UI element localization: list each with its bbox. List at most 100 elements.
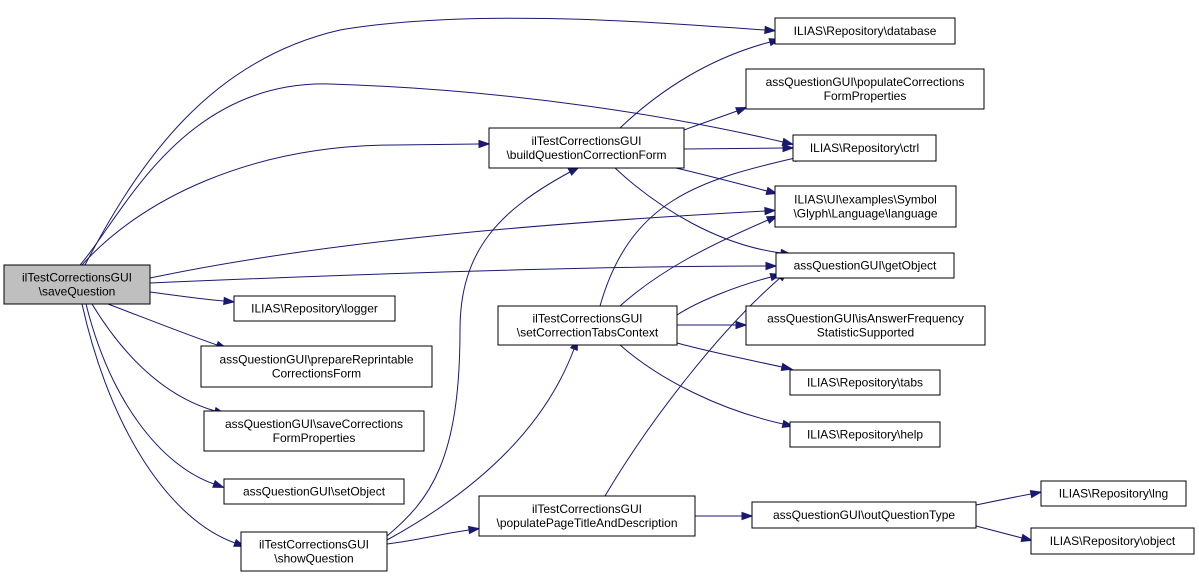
edge-populate-title-to-get-object: [604, 270, 789, 497]
node-box: [774, 185, 957, 228]
node-save-corrections[interactable]: assQuestionGUI\saveCorrectionsFormProper…: [203, 410, 425, 452]
node-label: ILIAS\Repository\ctrl: [810, 141, 919, 155]
edge-line: [619, 344, 784, 425]
node-box: [497, 305, 678, 346]
node-ui-language[interactable]: ILIAS\UI\examples\Symbol\Glyph\Language\…: [774, 185, 957, 228]
edge-save-question-to-set-object: [85, 303, 225, 488]
node-save-question[interactable]: ilTestCorrectionsGUI\saveQuestion: [3, 264, 151, 305]
arrowhead-icon: [223, 296, 236, 306]
node-label: ILIAS\Repository\help: [807, 428, 923, 442]
arrowhead-icon: [764, 25, 777, 35]
edge-build-form-to-repo-ctrl: [683, 143, 795, 153]
edge-save-question-to-ui-language: [149, 206, 777, 279]
node-label: ILIAS\UI\examples\Symbol: [794, 193, 937, 207]
node-repo-lng[interactable]: ILIAS\Repository\lng: [1040, 480, 1187, 507]
node-label: assQuestionGUI\setObject: [243, 485, 386, 499]
edge-line: [619, 41, 771, 129]
node-label: \buildQuestionCorrectionForm: [506, 148, 666, 162]
edge-line: [85, 303, 215, 485]
node-populate-title[interactable]: ilTestCorrectionsGUI\populatePageTitleAn…: [478, 495, 696, 537]
node-set-tabs[interactable]: ilTestCorrectionsGUI\setCorrectionTabsCo…: [497, 305, 678, 346]
node-label: assQuestionGUI\outQuestionType: [773, 508, 955, 522]
edge-line: [149, 265, 767, 284]
edge-out-question-type-to-repo-lng: [975, 489, 1043, 506]
node-box: [200, 345, 433, 388]
arrowhead-icon: [735, 320, 748, 330]
node-get-object[interactable]: assQuestionGUI\getObject: [775, 252, 955, 279]
edge-build-form-to-ui-language: [675, 167, 779, 195]
node-repo-logger[interactable]: ILIAS\Repository\logger: [233, 295, 396, 322]
node-label: FormProperties: [273, 431, 356, 445]
node-box: [789, 421, 941, 448]
node-box: [488, 127, 685, 169]
node-label: ilTestCorrectionsGUI: [532, 312, 642, 326]
node-label: \setCorrectionTabsContext: [517, 326, 659, 340]
arrowhead-icon: [1029, 489, 1043, 499]
node-repo-tabs[interactable]: ILIAS\Repository\tabs: [789, 369, 941, 396]
arrowhead-icon: [1020, 533, 1034, 542]
node-label: ILIAS\Repository\lng: [1059, 487, 1168, 501]
node-box: [751, 501, 977, 529]
edge-set-tabs-to-ui-language: [619, 215, 779, 307]
node-label: assQuestionGUI\isAnswerFrequency: [767, 312, 964, 326]
node-prepare-reprintable[interactable]: assQuestionGUI\prepareReprintableCorrect…: [200, 345, 433, 388]
edge-line: [386, 348, 575, 541]
edge-populate-title-to-out-question-type: [695, 511, 754, 521]
edge-save-question-to-repo-ctrl: [79, 83, 795, 266]
edge-save-question-to-repo-database: [84, 17, 777, 266]
edge-show-question-to-populate-title: [386, 525, 481, 545]
node-label: assQuestionGUI\prepareReprintable: [219, 353, 413, 367]
arrowhead-icon: [780, 362, 794, 372]
node-out-question-type[interactable]: assQuestionGUI\outQuestionType: [751, 501, 977, 529]
node-label: ILIAS\Repository\object: [1050, 534, 1176, 548]
node-label: \showQuestion: [274, 552, 353, 566]
edge-line: [675, 167, 768, 192]
arrowhead-icon: [781, 137, 795, 146]
edge-line: [84, 17, 766, 266]
edge-line: [676, 276, 772, 316]
node-repo-object[interactable]: ILIAS\Repository\object: [1030, 527, 1195, 555]
node-repo-help[interactable]: ILIAS\Repository\help: [789, 421, 941, 448]
node-label: ILIAS\Repository\logger: [251, 302, 378, 316]
edge-line: [149, 291, 225, 302]
node-label: ILIAS\Repository\database: [794, 24, 937, 38]
edge-save-question-to-prepare-reprintable: [107, 303, 228, 349]
edge-set-tabs-to-is-answer-freq: [677, 320, 748, 330]
edge-line: [79, 83, 784, 266]
edge-out-question-type-to-repo-object: [975, 525, 1034, 542]
node-box: [774, 17, 956, 45]
node-label: ilTestCorrectionsGUI: [259, 538, 369, 552]
node-repo-database[interactable]: ILIAS\Repository\database: [774, 17, 956, 45]
arrowhead-icon: [764, 206, 777, 216]
arrowhead-icon: [782, 143, 795, 153]
edge-set-tabs-to-repo-tabs: [676, 342, 794, 372]
arrowhead-icon: [212, 479, 225, 488]
node-build-form[interactable]: ilTestCorrectionsGUI\buildQuestionCorrec…: [488, 127, 685, 169]
edge-build-form-to-populate-props: [683, 107, 748, 131]
node-box: [203, 410, 425, 452]
node-populate-props[interactable]: assQuestionGUI\populateCorrectionsFormPr…: [745, 68, 985, 110]
arrowhead-icon: [467, 525, 481, 535]
node-set-object[interactable]: assQuestionGUI\setObject: [223, 478, 405, 505]
edge-line: [81, 143, 480, 266]
node-box: [745, 305, 986, 346]
edge-save-question-to-repo-logger: [149, 291, 236, 306]
edge-line: [386, 529, 470, 545]
node-label: \populatePageTitleAndDescription: [496, 516, 677, 530]
node-repo-ctrl[interactable]: ILIAS\Repository\ctrl: [792, 134, 937, 162]
node-box: [233, 295, 396, 322]
node-box: [240, 531, 388, 572]
edge-line: [386, 171, 571, 537]
node-box: [792, 134, 937, 162]
node-label: assQuestionGUI\populateCorrections: [766, 75, 965, 89]
node-box: [3, 264, 151, 305]
node-label: \saveQuestion: [39, 285, 116, 299]
node-label: StatisticSupported: [817, 326, 914, 340]
arrowhead-icon: [735, 107, 748, 116]
edge-line: [683, 110, 738, 131]
node-is-answer-freq[interactable]: assQuestionGUI\isAnswerFrequencyStatisti…: [745, 305, 986, 346]
arrowhead-icon: [741, 511, 754, 521]
edge-line: [81, 303, 236, 544]
node-label: ilTestCorrectionsGUI: [532, 502, 642, 516]
node-show-question[interactable]: ilTestCorrectionsGUI\showQuestion: [240, 531, 388, 572]
